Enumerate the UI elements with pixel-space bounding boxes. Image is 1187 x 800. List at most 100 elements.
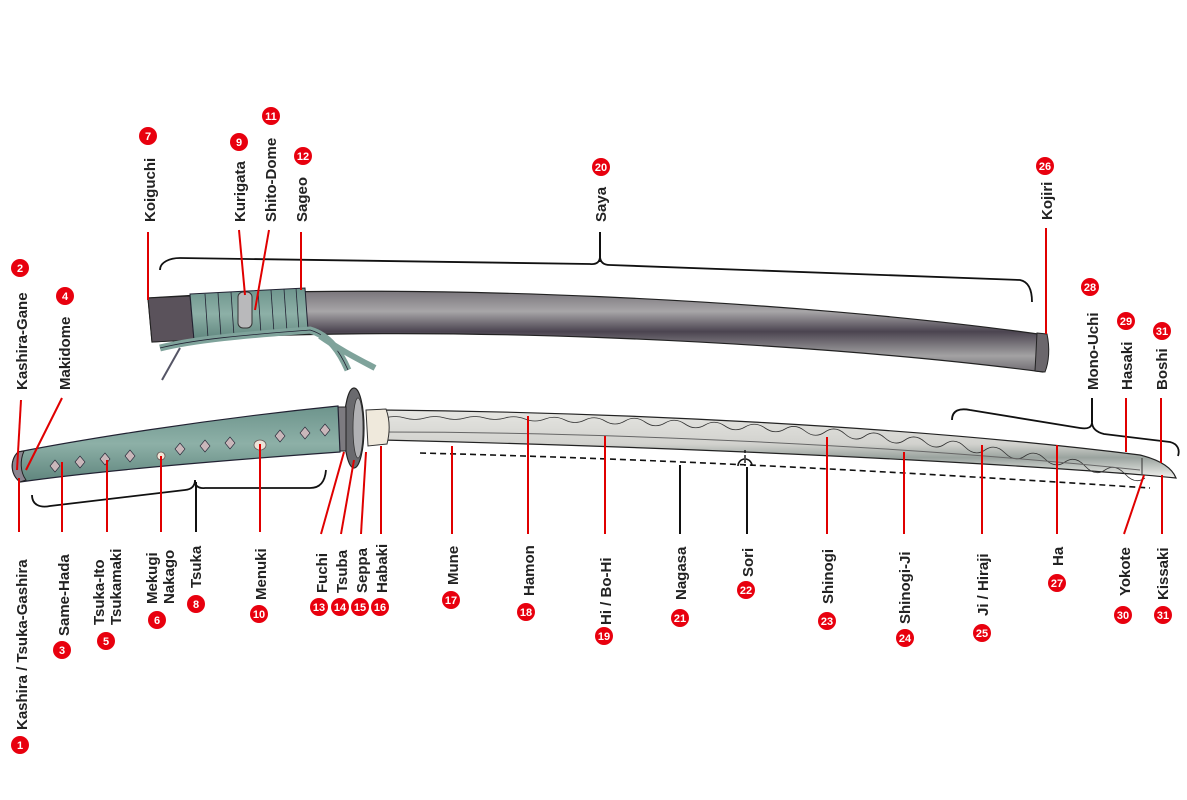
kashira-cap: [11, 450, 27, 483]
label-kashira-gane: Kashira-Gane: [14, 292, 31, 390]
badge-number: 6: [154, 615, 160, 627]
badge-number: 16: [374, 602, 386, 614]
badge-circle: [442, 591, 460, 609]
badge-ha: 27: [1048, 574, 1066, 592]
badge-circle: [1036, 157, 1054, 175]
badge-number: 15: [354, 602, 366, 614]
badge-circle: [371, 598, 389, 616]
label-texts: Kashira / Tsuka-Gashira Kashira-Gane Sam…: [14, 138, 1172, 730]
badge-koiguchi: 7: [139, 127, 157, 145]
saya-illustration: [147, 287, 1050, 381]
badge-mekugi: 6: [148, 611, 166, 629]
sword-illustration: [11, 387, 1177, 483]
badge-number: 29: [1120, 316, 1132, 328]
badge-number: 9: [236, 137, 242, 149]
kojiri-cap: [1034, 332, 1050, 373]
badge-kashira: 1: [11, 736, 29, 754]
badge-habaki: 16: [371, 598, 389, 616]
badge-fuchi: 13: [310, 598, 328, 616]
badge-shinogi-ji: 24: [896, 629, 914, 647]
badge-circle: [97, 632, 115, 650]
sori-marker: [737, 458, 753, 467]
label-ha: Ha: [1050, 546, 1067, 566]
badge-yokote: 30: [1114, 606, 1132, 624]
badge-tsuka-ito: 5: [97, 632, 115, 650]
badge-circle: [671, 609, 689, 627]
badge-circle: [818, 612, 836, 630]
badge-number: 21: [674, 613, 686, 625]
label-koiguchi: Koiguchi: [142, 158, 159, 222]
badge-makidome: 4: [56, 287, 74, 305]
badge-number: 23: [821, 616, 833, 628]
badge-number: 14: [334, 602, 347, 614]
badge-same-hada: 3: [53, 641, 71, 659]
badge-ji: 25: [973, 624, 991, 642]
badge-circle: [973, 624, 991, 642]
badge-number: 17: [445, 595, 457, 607]
badge-kissaki: 31: [1154, 606, 1172, 624]
label-tsukamaki: Tsukamaki: [108, 549, 125, 625]
badge-circle: [230, 133, 248, 151]
badge-boshi: 31: [1153, 322, 1171, 340]
badge-circle: [11, 736, 29, 754]
badge-circle: [56, 287, 74, 305]
label-kojiri: Kojiri: [1039, 182, 1056, 220]
badge-circle: [1114, 606, 1132, 624]
badge-circle: [1117, 312, 1135, 330]
label-same-hada: Same-Hada: [56, 554, 73, 636]
badge-number: 26: [1039, 161, 1051, 173]
label-hasaki: Hasaki: [1119, 342, 1136, 390]
badge-number: 31: [1157, 610, 1169, 622]
label-nagasa: Nagasa: [673, 546, 690, 600]
badge-circle: [331, 598, 349, 616]
badge-number: 5: [103, 636, 109, 648]
label-shinogi-ji: Shinogi-Ji: [897, 552, 914, 625]
label-hi: Hi / Bo-Hi: [598, 558, 615, 626]
label-kashira: Kashira / Tsuka-Gashira: [14, 559, 31, 730]
badge-circle: [517, 603, 535, 621]
badge-shito-dome: 11: [262, 107, 280, 125]
badge-sori: 22: [737, 581, 755, 599]
badge-circle: [148, 611, 166, 629]
leader-lines: [16, 228, 1163, 535]
label-fuchi: Fuchi: [314, 553, 331, 593]
badge-circle: [1048, 574, 1066, 592]
badge-seppa: 15: [351, 598, 369, 616]
badge-circle: [592, 158, 610, 176]
label-makidome: Makidome: [57, 317, 74, 390]
badge-circle: [250, 605, 268, 623]
label-yokote: Yokote: [1117, 547, 1134, 596]
badge-number: 28: [1084, 282, 1096, 294]
label-ji: Ji / Hiraji: [975, 553, 992, 616]
badge-nagasa: 21: [671, 609, 689, 627]
badge-circle: [896, 629, 914, 647]
label-saya: Saya: [593, 186, 610, 222]
badge-number: 3: [59, 645, 65, 657]
badge-circle: [310, 598, 328, 616]
badge-number: 11: [265, 111, 277, 123]
badge-hi: 19: [595, 627, 613, 645]
koiguchi-collar: [147, 295, 195, 343]
badge-circle: [294, 147, 312, 165]
badge-circle: [737, 581, 755, 599]
badge-shinogi: 23: [818, 612, 836, 630]
nagasa-measure: [419, 450, 1151, 489]
badge-circle: [262, 107, 280, 125]
badge-mune: 17: [442, 591, 460, 609]
label-shinogi: Shinogi: [820, 549, 837, 604]
label-tsuba: Tsuba: [334, 549, 351, 593]
habaki-collar: [365, 408, 390, 447]
label-mekugi: Mekugi: [144, 552, 161, 604]
badge-circle: [1153, 322, 1171, 340]
label-habaki: Habaki: [374, 544, 391, 593]
shinogi-line: [381, 431, 1141, 471]
badge-sageo: 12: [294, 147, 312, 165]
label-seppa: Seppa: [354, 547, 371, 593]
badge-number: 25: [976, 628, 988, 640]
label-shito-dome: Shito-Dome: [263, 138, 280, 222]
badge-circle: [139, 127, 157, 145]
label-kissaki: Kissaki: [1155, 547, 1172, 600]
label-menuki: Menuki: [253, 548, 270, 600]
